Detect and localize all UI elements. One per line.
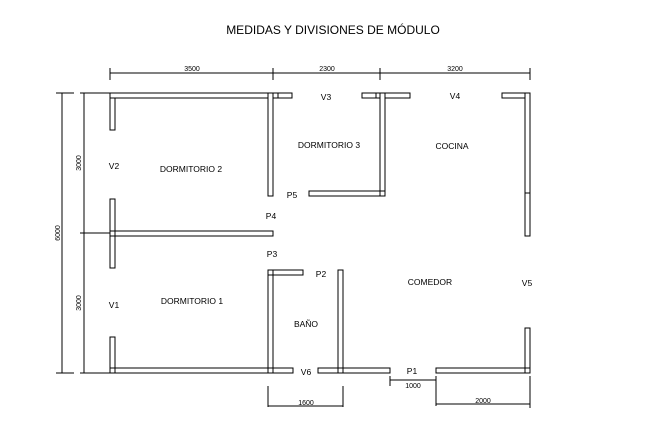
- door-p3: P3: [267, 249, 278, 259]
- window-v6: V6: [301, 367, 312, 377]
- dim-left-6000: 6000: [55, 225, 62, 241]
- window-v2: V2: [109, 161, 120, 171]
- wall-right-top: [524, 92, 531, 237]
- left-dimension-lines: [56, 92, 110, 374]
- wall-dorm3-right: [379, 92, 386, 197]
- window-v3: V3: [321, 92, 332, 102]
- dim-top-3500: 3500: [184, 66, 200, 73]
- wall-dorm2-dorm3: [267, 92, 274, 197]
- dim-top-3200: 3200: [447, 66, 463, 73]
- dim-bottom-1600: 1600: [298, 400, 314, 407]
- wall-dorm3-bottom: [308, 190, 386, 197]
- room-bano: BAÑO: [294, 319, 318, 329]
- door-p4: P4: [266, 211, 277, 221]
- window-v4: V4: [450, 91, 461, 101]
- top-dimension-line: [109, 68, 531, 80]
- room-dormitorio-1: DORMITORIO 1: [161, 296, 223, 306]
- door-p1: P1: [407, 366, 418, 376]
- wall-bano-right: [337, 269, 344, 374]
- wall-top-dormitorio-3: [361, 92, 411, 99]
- door-p2: P2: [316, 269, 327, 279]
- wall-bano-top: [267, 269, 304, 276]
- window-v1: V1: [109, 300, 120, 310]
- dim-left-lower-3000: 3000: [76, 295, 83, 311]
- wall-right-bottom: [524, 327, 531, 374]
- window-v5: V5: [522, 278, 533, 288]
- wall-dorm1-dorm2: [109, 230, 274, 237]
- wall-left-top: [109, 92, 116, 131]
- dim-top-2300: 2300: [319, 66, 335, 73]
- wall-bottom-comedor: [435, 367, 531, 374]
- plan-title: MEDIDAS Y DIVISIONES DE MÓDULO: [226, 22, 440, 37]
- dim-bottom-2000: 2000: [475, 398, 491, 405]
- dim-left-upper-3000: 3000: [76, 155, 83, 171]
- room-cocina: COCINA: [435, 141, 468, 151]
- room-comedor: COMEDOR: [408, 277, 452, 287]
- bottom-dimension-lines: [267, 376, 531, 408]
- wall-bottom-bano: [317, 367, 391, 374]
- room-dormitorio-3: DORMITORIO 3: [298, 140, 360, 150]
- dim-bottom-1000: 1000: [405, 383, 421, 390]
- wall-top-dormitorio-2: [109, 92, 293, 99]
- door-p5: P5: [287, 190, 298, 200]
- wall-bano-left: [267, 269, 274, 374]
- room-dormitorio-2: DORMITORIO 2: [160, 164, 222, 174]
- wall-bottom-dormitorio-1: [109, 367, 294, 374]
